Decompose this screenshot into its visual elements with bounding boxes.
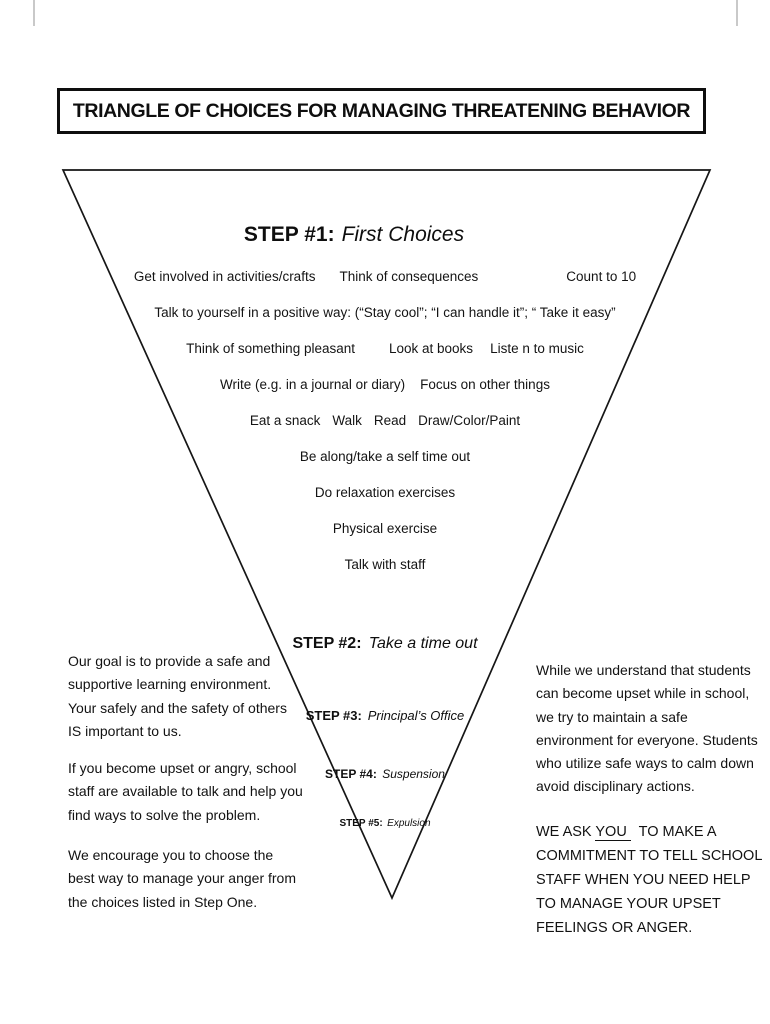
paragraph-line: Our goal is to provide a safe and xyxy=(68,653,271,669)
choice-row: Physical exercise xyxy=(0,521,770,536)
paragraph-line: COMMITMENT TO TELL SCHOOL xyxy=(536,848,763,864)
paragraph-text: TO MAKE A xyxy=(638,824,717,840)
choice-item: Walk xyxy=(332,413,362,428)
choice-item: Do relaxation exercises xyxy=(314,485,456,500)
choice-item: Count to 10 xyxy=(566,269,637,284)
step1-name: First Choices xyxy=(341,223,465,246)
page-title: TRIANGLE OF CHOICES FOR MANAGING THREATE… xyxy=(72,99,691,122)
step3-name: Principal’s Office xyxy=(367,708,465,723)
choice-item: Read xyxy=(373,413,407,428)
paragraph-line: avoid disciplinary actions. xyxy=(536,778,695,795)
left-paragraph-3: We encourage you to choose the best way … xyxy=(68,844,296,914)
paragraph-line: TO MANAGE YOUR UPSET xyxy=(536,896,721,912)
choice-row: Get involved in activities/crafts Think … xyxy=(0,269,770,284)
right-paragraph-1: While we understand that students can be… xyxy=(536,659,758,799)
page-edge-mark-right xyxy=(736,0,738,26)
choice-item: Eat a snack xyxy=(249,413,321,428)
paragraph-line: who utilize safe ways to calm down xyxy=(536,755,754,772)
choice-item: Physical exercise xyxy=(332,521,438,536)
step5-line: STEP #5: Expulsion xyxy=(0,818,770,829)
paragraph-line: IS important to us. xyxy=(68,722,182,739)
step2-label: STEP #2: xyxy=(292,635,362,652)
step3-label: STEP #3: xyxy=(305,708,362,723)
paragraph-line: We encourage you to choose the xyxy=(68,847,274,863)
choice-item: Talk with staff xyxy=(344,557,426,572)
choice-item: Focus on other things xyxy=(420,377,550,392)
right-column: While we understand that students can be… xyxy=(536,0,768,1024)
left-column: Our goal is to provide a safe and suppor… xyxy=(68,0,308,1024)
choice-row: Eat a snack Walk Read Draw/Color/Paint xyxy=(0,413,770,428)
paragraph-text: WE ASK xyxy=(536,824,592,840)
choice-row: Talk to yourself in a positive way: (“St… xyxy=(0,305,770,320)
paragraph-line: the choices listed in Step One. xyxy=(68,893,258,910)
choice-item: Look at books xyxy=(389,341,474,356)
paragraph-line: supportive learning environment. xyxy=(68,676,272,693)
choice-item: Liste n to music xyxy=(490,341,584,356)
paragraph-line: FEELINGS OR ANGER. xyxy=(536,920,693,936)
paragraph-line: find ways to solve the problem. xyxy=(68,806,261,823)
paragraph-line: While we understand that students xyxy=(536,662,751,678)
step5-label: STEP #5: xyxy=(339,818,383,829)
choice-row: Be along/take a self time out xyxy=(0,449,770,464)
right-paragraph-2: WE ASK YOU TO MAKE A COMMITMENT TO TELL … xyxy=(536,820,762,940)
choice-item: Talk to yourself in a positive way: (“St… xyxy=(154,305,616,320)
choice-item: Be along/take a self time out xyxy=(299,449,471,464)
step2-name: Take a time out xyxy=(368,635,478,652)
choice-item: Think of consequences xyxy=(339,269,479,284)
paragraph-line: environment for everyone. Students xyxy=(536,731,758,748)
choice-item: Think of something pleasant xyxy=(186,341,355,356)
left-paragraph-2: If you become upset or angry, school sta… xyxy=(68,757,303,827)
choice-item: Draw/Color/Paint xyxy=(418,413,521,428)
choice-row: Write (e.g. in a journal or diary) Focus… xyxy=(0,377,770,392)
choice-row: Think of something pleasant Look at book… xyxy=(0,341,770,356)
choice-item: Write (e.g. in a journal or diary) xyxy=(220,377,406,392)
left-paragraph-1: Our goal is to provide a safe and suppor… xyxy=(68,650,287,743)
paragraph-line: we try to maintain a safe xyxy=(536,708,688,725)
page-edge-mark-left xyxy=(33,0,35,26)
step4-label: STEP #4: xyxy=(325,767,377,781)
step3-line: STEP #3: Principal’s Office xyxy=(0,708,770,723)
paragraph-line: best way to manage your anger from xyxy=(68,870,297,887)
choice-row: Do relaxation exercises xyxy=(0,485,770,500)
choice-item: Get involved in activities/crafts xyxy=(133,269,316,284)
step5-name: Expulsion xyxy=(387,818,431,829)
underlined-word: YOU xyxy=(595,824,631,841)
paragraph-line: If you become upset or angry, school xyxy=(68,760,297,776)
choice-row: Talk with staff xyxy=(0,557,770,572)
paragraph-line: Your safely and the safety of others xyxy=(68,699,287,716)
step4-name: Suspension xyxy=(382,767,445,781)
step1-label: STEP #1: xyxy=(243,223,335,246)
paragraph-line: staff are available to talk and help you xyxy=(68,783,303,800)
paragraph-line: STAFF WHEN YOU NEED HELP xyxy=(536,872,751,888)
title-box: TRIANGLE OF CHOICES FOR MANAGING THREATE… xyxy=(57,88,706,134)
step1-heading: STEP #1: First Choices xyxy=(0,223,708,247)
paragraph-line: WE ASK YOU TO MAKE A xyxy=(536,820,762,844)
paragraph-line: can become upset while in school, xyxy=(536,685,750,702)
step4-line: STEP #4: Suspension xyxy=(0,767,770,781)
step2-line: STEP #2: Take a time out xyxy=(0,635,770,653)
